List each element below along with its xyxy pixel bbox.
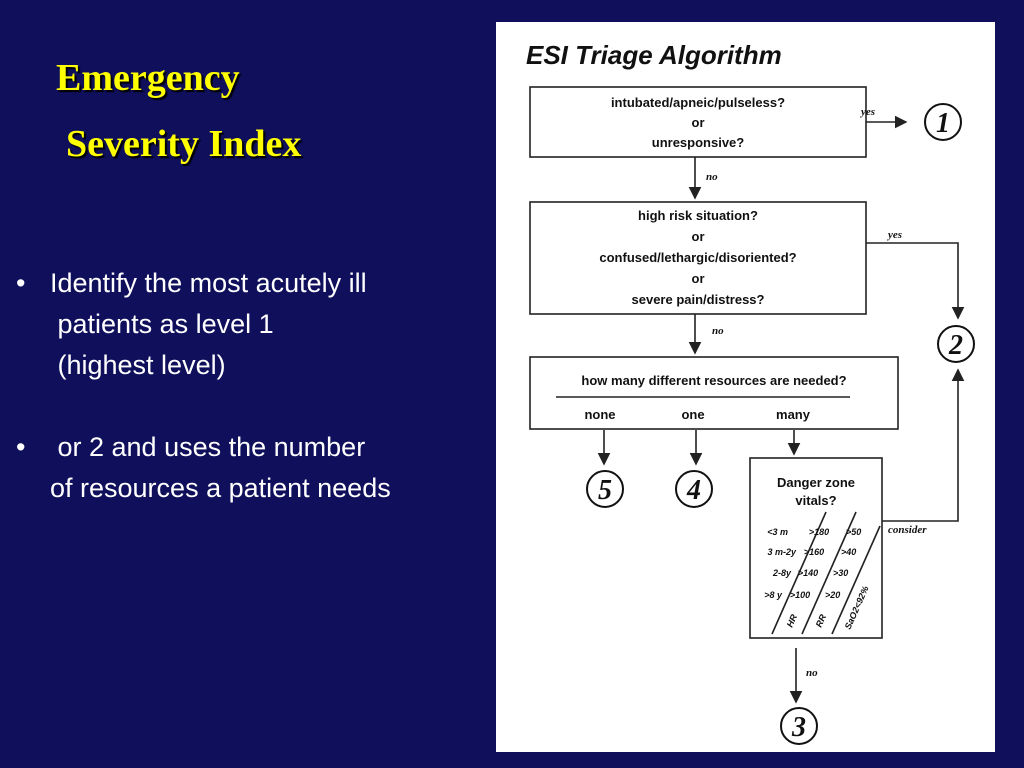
figure-heading: ESI Triage Algorithm	[526, 40, 782, 70]
rr-value: >30	[833, 568, 848, 578]
question-box-3	[529, 356, 899, 430]
level-5-circle	[586, 470, 624, 508]
yes-arrow-2	[866, 242, 965, 320]
danger-zone-box	[749, 457, 883, 639]
q1-line: unresponsive?	[652, 135, 745, 150]
q1-line: intubated/apneic/pulseless?	[611, 95, 785, 110]
q2-line: severe pain/distress?	[632, 292, 765, 307]
q3-option-one: one	[681, 407, 704, 422]
q2-line: confused/lethargic/disoriented?	[599, 250, 796, 265]
q3-question: how many different resources are needed?	[581, 373, 846, 388]
diag-line	[771, 511, 827, 635]
age-label: 3 m-2y	[767, 547, 797, 557]
question-box-2	[529, 201, 867, 315]
flowchart: ESI Triage Algorithm intubated/apneic/pu…	[526, 40, 975, 745]
hr-value: >160	[804, 547, 824, 557]
rr-value: >20	[825, 590, 840, 600]
level-1-circle	[924, 103, 962, 141]
no-label: no	[806, 667, 818, 679]
no-label: no	[712, 325, 724, 337]
danger-title: vitals?	[795, 493, 836, 508]
bullet-marker: •	[16, 268, 26, 298]
hr-value: >180	[809, 527, 829, 537]
level-3-label: 3	[791, 712, 806, 743]
level-4-label: 4	[686, 475, 701, 506]
esi-algorithm-figure: ESI Triage Algorithm intubated/apneic/pu…	[496, 22, 995, 752]
slide-title-line1: Emergency	[56, 57, 240, 99]
level-2-circle	[937, 325, 975, 363]
q2-line: or	[692, 271, 705, 286]
bullet-text: Identify the most acutely ill patients a…	[50, 268, 367, 380]
level-1-label: 1	[936, 108, 950, 139]
age-label: <3 m	[767, 527, 788, 537]
q1-line: or	[692, 115, 705, 130]
consider-label: consider	[888, 524, 927, 536]
q3-option-none: none	[584, 407, 615, 422]
bullet-marker: •	[16, 432, 26, 462]
rr-value: >50	[846, 527, 861, 537]
q2-line: or	[692, 229, 705, 244]
hr-value: >100	[790, 590, 810, 600]
q2-line: high risk situation?	[638, 208, 758, 223]
diag-line	[831, 525, 881, 635]
age-label: >8 y	[764, 590, 783, 600]
no-label: no	[706, 171, 718, 183]
yes-label: yes	[886, 229, 902, 241]
age-label: 2-8y	[772, 568, 792, 578]
rr-value: >40	[841, 547, 856, 557]
hr-value: >140	[798, 568, 818, 578]
q3-option-many: many	[776, 407, 811, 422]
yes-label: yes	[859, 106, 875, 118]
level-3-circle	[780, 707, 818, 745]
level-2-label: 2	[948, 330, 963, 361]
bullet-text: or 2 and uses the number of resources a …	[50, 432, 391, 503]
danger-title: Danger zone	[777, 475, 855, 490]
level-5-label: 5	[598, 475, 612, 506]
diag-line	[801, 511, 857, 635]
consider-arrow	[882, 368, 965, 522]
level-4-circle	[675, 470, 713, 508]
question-box-1	[529, 86, 867, 158]
slide-title-line2: Severity Index	[66, 123, 302, 165]
